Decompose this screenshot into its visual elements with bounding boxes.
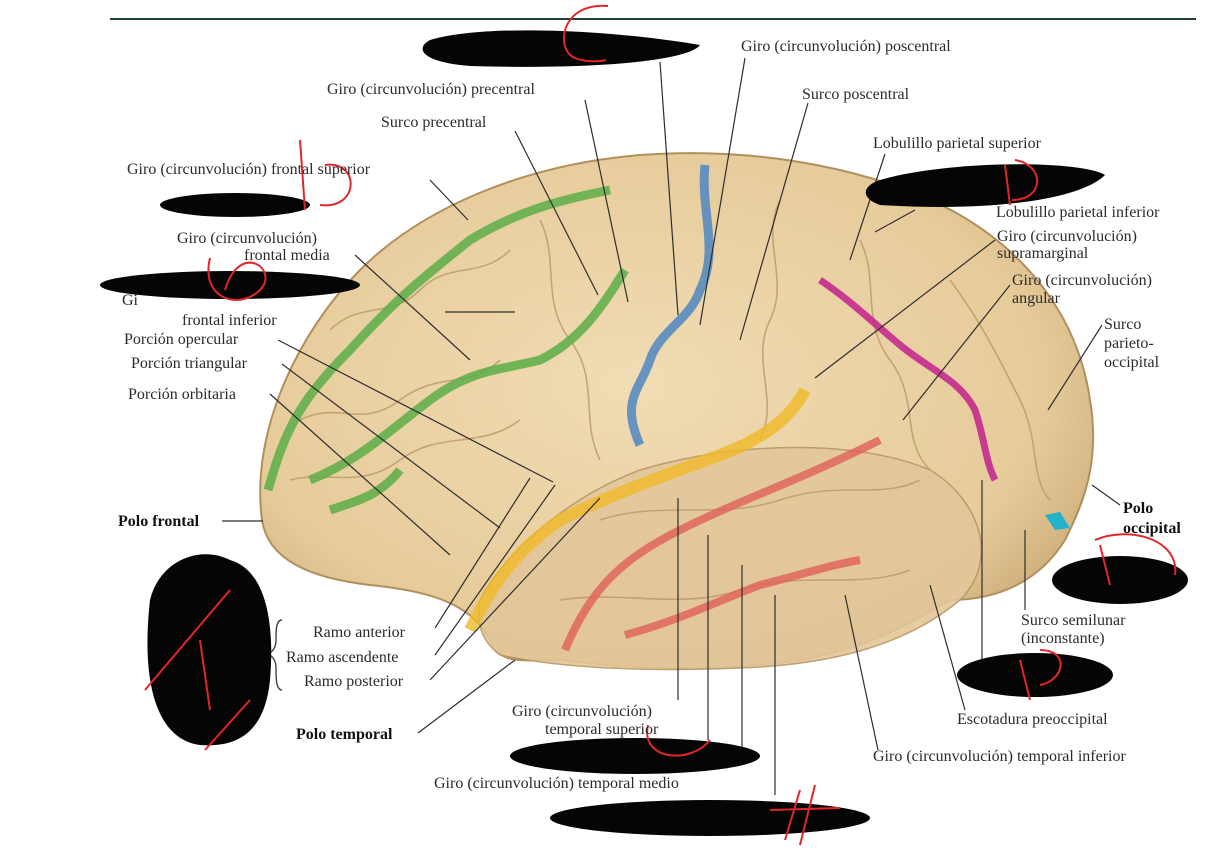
label-frontal-pole: Polo frontal (118, 513, 200, 530)
intraparietal-sulcus (818, 277, 999, 482)
label-inferior-frontal-partial-line1: Gi (122, 292, 138, 309)
label-ascending-ramus: Ramo ascendente (286, 649, 399, 666)
label-superior-temporal-line1: Giro (circunvolución) (512, 703, 652, 720)
label-inferior-temporal-gyrus: Giro (circunvolución) temporal inferior (873, 748, 1126, 765)
label-superior-temporal-line2: temporal superior (545, 721, 659, 738)
label-inferior-parietal-lobule: Lobulillo parietal inferior (996, 204, 1160, 221)
label-inferior-frontal-partial-line2: frontal inferior (182, 312, 277, 329)
redaction-scribbles (100, 30, 1188, 836)
label-superior-frontal-gyrus: Giro (circunvolución) frontal superior (127, 161, 371, 178)
label-occipital-pole-line1: Polo (1123, 500, 1154, 517)
label-precentral-sulcus: Surco precentral (381, 114, 487, 131)
gyri-texture (289, 199, 1051, 601)
label-lunate-sulcus-line1: Surco semilunar (1021, 612, 1126, 629)
label-preoccipital-notch: Escotadura preoccipital (957, 711, 1108, 728)
label-middle-frontal-gyrus-line2: frontal media (244, 247, 330, 264)
top-rule (110, 18, 1196, 20)
label-superior-parietal-lobule: Lobulillo parietal superior (873, 135, 1041, 152)
label-precentral-gyrus: Giro (circunvolución) precentral (327, 81, 535, 98)
central-sulcus (627, 164, 714, 447)
label-postcentral-sulcus: Surco poscentral (802, 86, 910, 103)
label-opercular-part: Porción opercular (124, 331, 239, 348)
label-angular-line2: angular (1012, 290, 1060, 307)
label-posterior-ramus: Ramo posterior (304, 673, 404, 690)
label-lunate-sulcus-line2: (inconstante) (1021, 630, 1105, 647)
label-middle-temporal-gyrus: Giro (circunvolución) temporal medio (434, 775, 679, 792)
frontal-sulci (263, 185, 629, 515)
label-supramarginal-line2: supramarginal (997, 245, 1089, 262)
occipital-marker (1045, 512, 1070, 530)
leader-lines (222, 57, 1121, 795)
label-angular-line1: Giro (circunvolución) (1012, 272, 1152, 289)
label-temporal-pole: Polo temporal (296, 726, 393, 743)
label-parieto-occipital-line1: Surco (1104, 316, 1142, 333)
label-triangular-part: Porción triangular (131, 355, 247, 372)
red-pen-marks (144, 4, 1177, 846)
lateral-sulcus (464, 387, 811, 633)
temporal-sulci (561, 436, 882, 652)
label-parieto-occipital-line3: occipital (1104, 354, 1160, 371)
label-anterior-ramus: Ramo anterior (313, 624, 405, 641)
label-supramarginal-line1: Giro (circunvolución) (997, 228, 1137, 245)
label-orbital-part: Porción orbitaria (128, 386, 236, 403)
label-parieto-occipital-line2: parieto- (1104, 335, 1154, 352)
label-occipital-pole-line2: occipital (1123, 520, 1181, 537)
label-middle-frontal-gyrus-line1: Giro (circunvolución) (177, 230, 317, 247)
label-postcentral-gyrus: Giro (circunvolución) poscentral (741, 38, 951, 55)
